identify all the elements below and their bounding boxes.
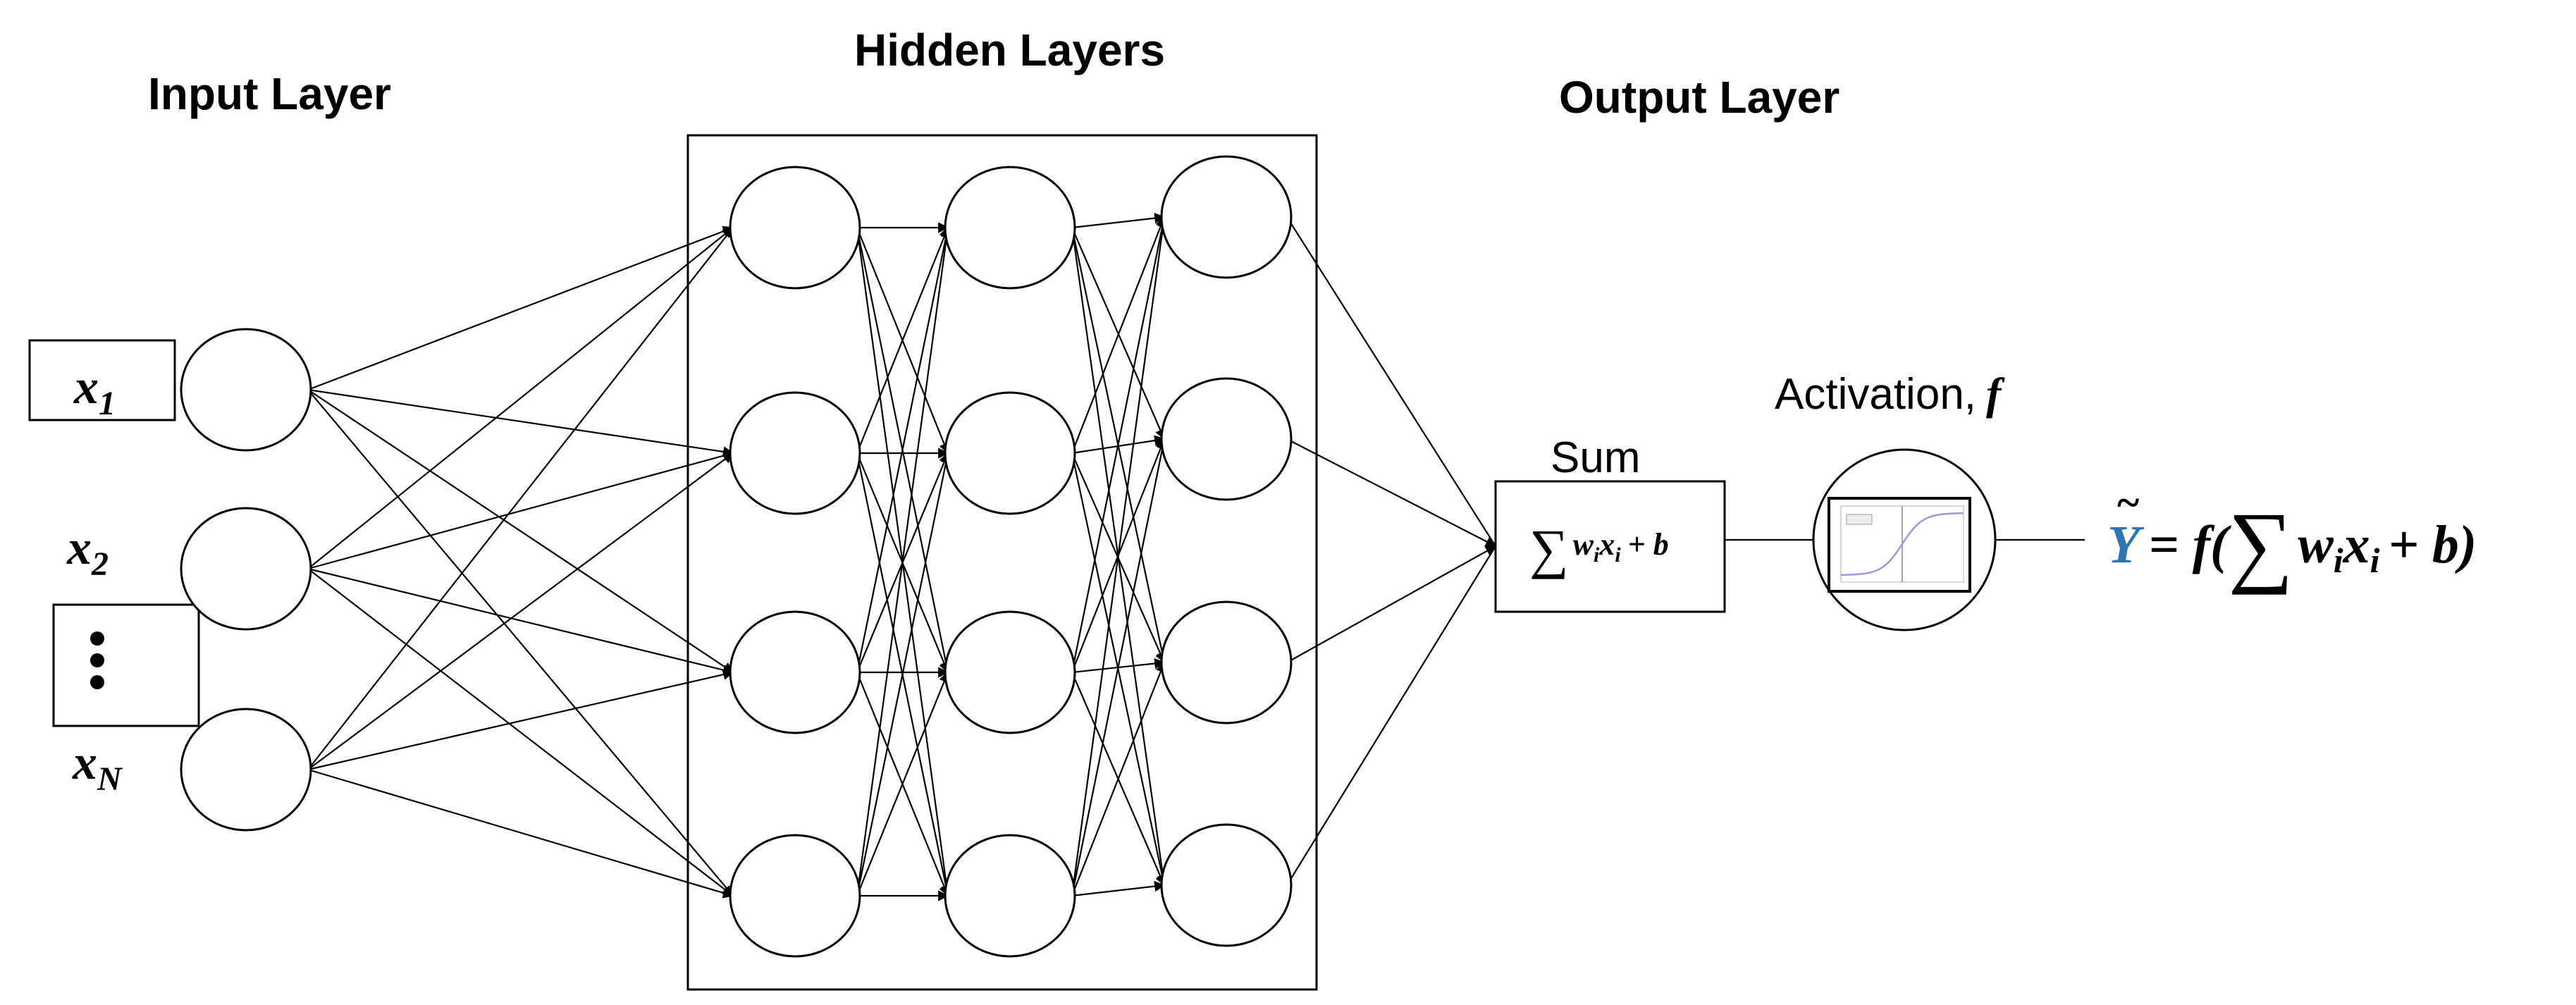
edge-input-2-to-h1-1 — [307, 227, 734, 569]
edge-h2-2-to-h3-1 — [1071, 216, 1166, 454]
input-node-2 — [180, 507, 312, 631]
edge-h1-4-to-h2-1 — [856, 226, 952, 896]
sigmoid-plot-frame — [1828, 497, 1971, 593]
h2-node-4 — [944, 834, 1076, 958]
edge-h2-4-to-h3-4 — [1071, 880, 1166, 897]
edge-h3-2-to-sum — [1286, 438, 1497, 547]
edge-input-3-to-h1-1 — [307, 226, 734, 770]
edge-input-3-to-h1-3 — [307, 669, 734, 771]
h2-node-1 — [944, 166, 1076, 290]
sum-label: Sum — [1551, 433, 1640, 482]
h3-node-1 — [1160, 155, 1293, 279]
edge-h2-4-to-h3-2 — [1071, 438, 1168, 896]
h3-node-2 — [1160, 377, 1293, 501]
edge-h2-4-to-h3-1 — [1071, 216, 1169, 896]
ellipsis-dot-2 — [90, 653, 104, 667]
edge-input-1-to-h1-1 — [307, 226, 734, 391]
network-nodes — [180, 155, 1293, 958]
sigmoid-curve — [1840, 512, 1964, 577]
sum-formula: ∑wixi+ b — [1529, 518, 1669, 579]
output-layer-label: Output Layer — [1559, 72, 1839, 123]
h3-node-3 — [1160, 600, 1293, 725]
edge-input-1-to-h1-3 — [307, 389, 734, 673]
h1-node-1 — [729, 166, 861, 290]
edge-h2-4-to-h3-3 — [1071, 661, 1166, 896]
input-x1-label: x1 — [73, 360, 116, 422]
input-x1-box — [28, 339, 176, 421]
input-x2-subscript: 2 — [91, 545, 109, 583]
output-formula: Y= f(∑wixi+ b) — [2107, 494, 2477, 596]
edge-input-2-to-h1-3 — [307, 567, 734, 676]
edge-h1-4-to-h2-3 — [856, 671, 949, 896]
edge-h1-4-to-h2-2 — [856, 452, 951, 896]
hidden-layers-label: Hidden Layers — [854, 25, 1165, 75]
edge-h1-2-to-h2-1 — [856, 226, 949, 454]
edge-h1-3-to-h2-1 — [856, 226, 951, 673]
h1-node-3 — [729, 610, 861, 734]
edge-input-2-to-h1-4 — [307, 568, 734, 896]
edge-h3-4-to-sum — [1286, 545, 1496, 886]
ellipsis-dot-3 — [90, 675, 104, 689]
edge-input-1-to-h1-4 — [307, 389, 734, 897]
h1-node-4 — [729, 834, 861, 958]
edge-input-3-to-h1-4 — [307, 768, 734, 899]
ellipsis-dot-1 — [90, 631, 104, 646]
h2-node-3 — [944, 610, 1076, 734]
y-tilde: Y — [2107, 515, 2145, 574]
edge-h2-3-to-h3-1 — [1071, 216, 1168, 673]
input-ellipsis-box — [52, 603, 200, 727]
sigmoid-plot-legend — [1846, 514, 1873, 525]
edge-input-3-to-h1-2 — [307, 452, 734, 770]
activation-label: Activation,f — [1775, 369, 2005, 419]
input-xn-label: xN — [72, 736, 123, 798]
input-xn-subscript: N — [97, 760, 123, 798]
input-node-1 — [180, 328, 312, 452]
h3-node-4 — [1160, 823, 1293, 947]
y-tilde-accent: ~ — [2116, 479, 2140, 526]
h1-node-2 — [729, 391, 861, 515]
input-layer-label: Input Layer — [148, 68, 391, 119]
edge-h3-1-to-sum — [1286, 216, 1496, 547]
h2-node-2 — [944, 391, 1076, 515]
input-node-3 — [180, 708, 312, 832]
edge-h2-1-to-h3-1 — [1071, 212, 1166, 229]
edge-input-1-to-h1-2 — [307, 388, 734, 457]
connection-edges — [307, 212, 1497, 901]
edge-input-2-to-h1-2 — [307, 450, 734, 570]
input-x2-label: x2 — [66, 521, 109, 583]
edge-h3-3-to-sum — [1286, 545, 1497, 663]
input-x1-subscript: 1 — [99, 385, 116, 422]
activation-f-symbol: f — [1986, 369, 2005, 419]
sum-box — [1494, 480, 1726, 613]
